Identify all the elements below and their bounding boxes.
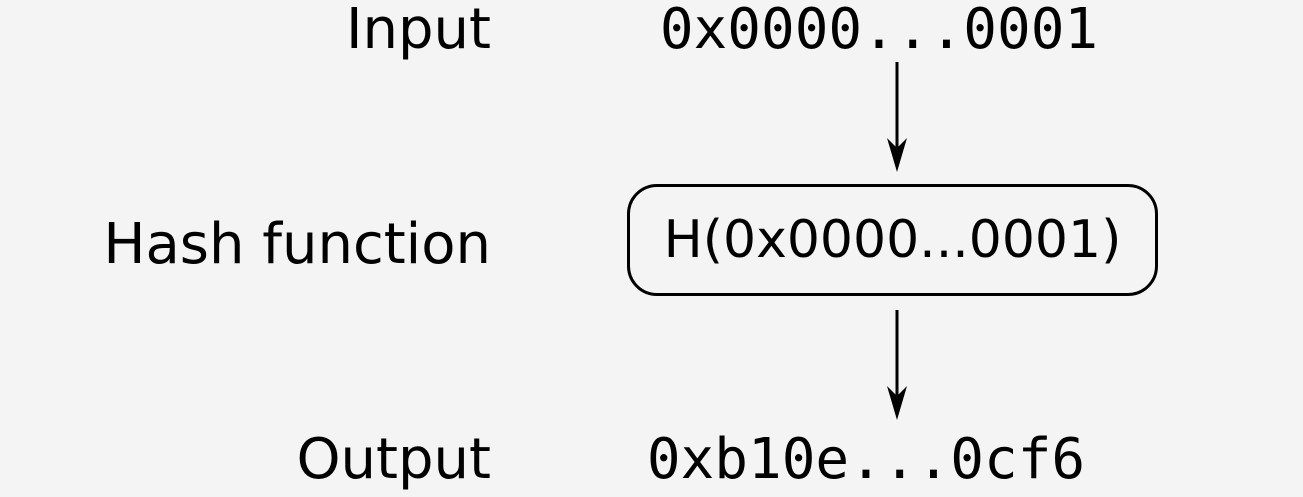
arrow-down-icon xyxy=(887,62,907,172)
hash-function-expression: H(0x0000...0001) xyxy=(663,210,1122,270)
input-value: 0x0000...0001 xyxy=(659,0,1099,62)
hash-function-label: Hash function xyxy=(103,212,491,277)
output-value: 0xb10e...0cf6 xyxy=(646,427,1086,492)
hash-function-box: H(0x0000...0001) xyxy=(627,184,1158,296)
output-label: Output xyxy=(296,427,491,492)
arrow-down-icon xyxy=(887,310,907,420)
input-label: Input xyxy=(345,0,491,62)
